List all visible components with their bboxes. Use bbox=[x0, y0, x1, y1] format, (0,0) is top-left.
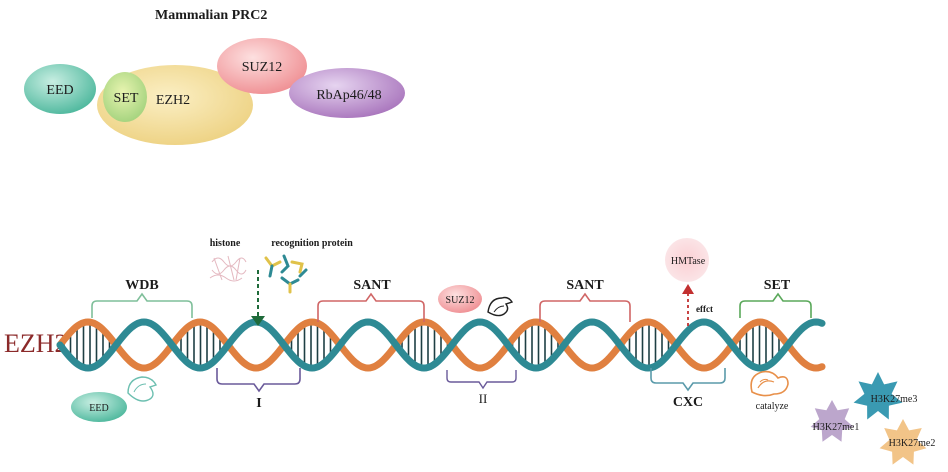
suz12-label: SUZ12 bbox=[242, 60, 282, 75]
recognition-protein-label: recognition protein bbox=[271, 238, 353, 249]
set-subunit bbox=[103, 72, 147, 122]
eed-subunit bbox=[24, 64, 96, 114]
region-ii-label: II bbox=[479, 391, 488, 406]
rbap-subunit bbox=[289, 68, 405, 118]
set-label: SET bbox=[114, 91, 139, 106]
catalyze-icon bbox=[750, 370, 789, 397]
wdb-label: WDB bbox=[125, 278, 158, 293]
methyl-marks bbox=[810, 372, 927, 465]
h3k27me1-star-icon bbox=[810, 400, 854, 442]
eed-binding-icon bbox=[127, 376, 157, 402]
set-bracket bbox=[739, 292, 812, 318]
eed-small-subunit bbox=[71, 392, 127, 422]
suz12-binding-inner-icon bbox=[493, 305, 505, 313]
rbap-label: RbAp46/48 bbox=[316, 88, 381, 103]
eed-small-label: EED bbox=[89, 403, 108, 414]
effect-arrowhead-icon bbox=[682, 284, 694, 294]
dna-helix bbox=[56, 318, 826, 372]
recognition-arrowhead-icon bbox=[251, 316, 265, 326]
catalyze-inner-icon bbox=[757, 380, 775, 389]
sant1-label: SANT bbox=[353, 278, 391, 293]
hmtase-label: HMTase bbox=[671, 256, 706, 267]
eed-binding-inner-icon bbox=[133, 383, 147, 393]
sant2-label: SANT bbox=[566, 278, 604, 293]
suz12-small-label: SUZ12 bbox=[446, 295, 475, 306]
h3k27me3-star-icon bbox=[853, 372, 903, 420]
region-ii-bracket bbox=[446, 370, 517, 390]
eed-label: EED bbox=[46, 83, 73, 98]
recognition-protein-icon bbox=[264, 254, 308, 294]
hmtase-blob bbox=[665, 238, 709, 282]
h3k27me3-label: H3K27me3 bbox=[871, 394, 918, 405]
helix-strand-teal bbox=[56, 318, 826, 372]
histone-label: histone bbox=[210, 238, 241, 249]
complex-title: Mammalian PRC2 bbox=[155, 8, 267, 23]
sant2-bracket bbox=[539, 292, 631, 322]
suz12-subunit bbox=[217, 38, 307, 94]
histone-icon bbox=[209, 255, 247, 282]
region-i-label: I bbox=[256, 396, 261, 411]
catalyze-inner-icon-2 bbox=[759, 378, 769, 383]
cxc-label: CXC bbox=[673, 395, 703, 410]
h3k27me2-star-icon bbox=[879, 419, 927, 465]
h3k27me1-label: H3K27me1 bbox=[813, 422, 860, 433]
set-domain-label: SET bbox=[764, 278, 791, 293]
cxc-bracket bbox=[650, 368, 726, 392]
region-i-bracket bbox=[216, 368, 301, 393]
wdb-bracket bbox=[91, 292, 193, 318]
h3k27me2-label: H3K27me2 bbox=[889, 438, 936, 449]
suz12-small-subunit bbox=[438, 285, 482, 313]
helix-strand-orange bbox=[56, 318, 826, 372]
catalyze-label: catalyze bbox=[756, 401, 789, 412]
effect-label: effct bbox=[696, 304, 713, 314]
ezh2-label: EZH2 bbox=[156, 93, 190, 108]
sant1-bracket bbox=[317, 292, 425, 322]
